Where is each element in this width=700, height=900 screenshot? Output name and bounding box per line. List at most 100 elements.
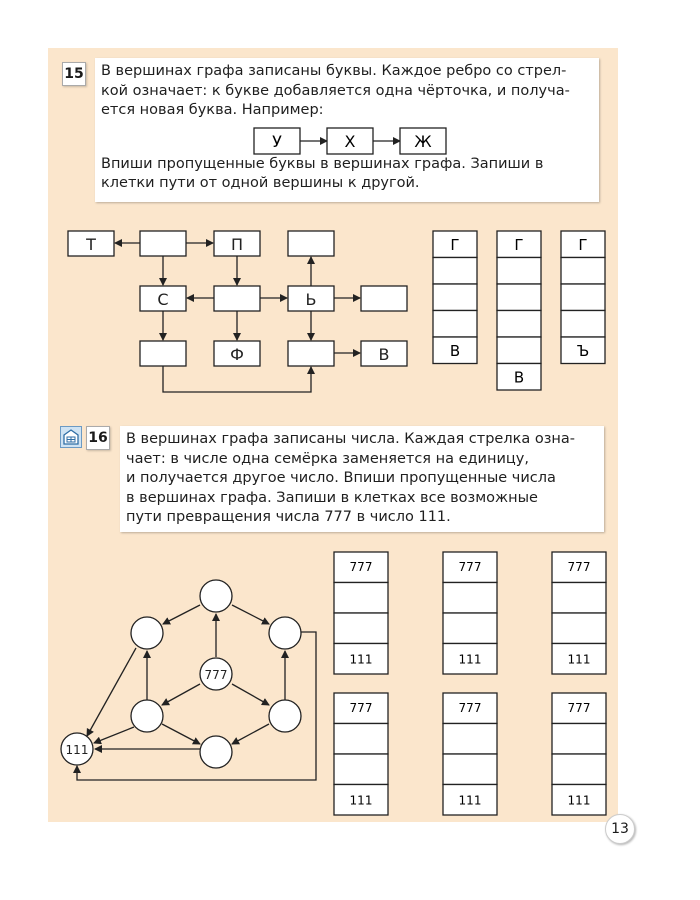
task-16-text-line: чает: в числе одна семёрка заменяется на… [126, 450, 529, 467]
column-bottom-letter: Ъ [577, 342, 590, 360]
graph-node-left [130, 616, 164, 650]
example-box-3 [399, 127, 447, 155]
path-cell[interactable] [496, 309, 542, 338]
task-16-text-line: и получается другое число. Впиши пропуще… [126, 470, 556, 486]
path-table-cell[interactable] [551, 612, 607, 645]
graph-node-bottom-right [268, 699, 302, 733]
graph-node-end [60, 732, 94, 766]
path-table-cell[interactable] [333, 581, 389, 614]
node-soft-label: Ь [306, 290, 317, 309]
path-cell[interactable] [496, 256, 542, 285]
path-table-cell[interactable] [551, 783, 607, 816]
path-table-cell[interactable] [442, 783, 498, 816]
task-16-number: 16 [86, 426, 110, 450]
task-15-text-line: клетки пути от одной вершины к другой. [101, 175, 420, 191]
task-15-number: 15 [62, 62, 86, 86]
path-table-cell[interactable] [333, 753, 389, 786]
path-cell[interactable] [496, 362, 542, 391]
table-top-number: 777 [350, 560, 373, 574]
path-table-cell[interactable] [442, 722, 498, 755]
path-table-cell[interactable] [442, 642, 498, 675]
column-top-letter: Г [450, 236, 459, 254]
graph-node-right [268, 616, 302, 650]
example-box-1 [253, 127, 301, 155]
graph-end-label: 111 [66, 743, 89, 757]
task-15-text-box: В вершинах графа записаны буквы. Каждое … [95, 58, 599, 202]
example-box-2 [326, 127, 374, 155]
path-table-cell[interactable] [442, 581, 498, 614]
table-top-number: 777 [568, 701, 591, 715]
node-v [360, 340, 408, 367]
graph-start-label: 777 [205, 668, 228, 682]
example-letter-3: Ж [414, 132, 431, 151]
path-table-cell[interactable] [551, 692, 607, 725]
path-cell[interactable] [432, 230, 478, 259]
path-cell[interactable] [432, 283, 478, 312]
task-16-text-box: В вершинах графа записаны числа. Каждая … [120, 426, 604, 532]
path-cell[interactable] [560, 336, 606, 365]
column-bottom-letter: В [514, 369, 524, 387]
task-15-text-line: ется новая буква. Например: [101, 102, 324, 118]
node-f [213, 340, 261, 367]
path-cell[interactable] [496, 336, 542, 365]
node-p-label: П [231, 235, 243, 254]
path-table-cell[interactable] [551, 753, 607, 786]
path-table-cell[interactable] [442, 551, 498, 584]
node-s [139, 285, 187, 312]
table-bottom-number: 111 [350, 794, 373, 808]
node-s-label: С [157, 290, 168, 309]
task-16-text-line: пути превращения числа 777 в число 111. [126, 509, 451, 525]
table-top-number: 777 [459, 560, 482, 574]
path-table-cell[interactable] [551, 551, 607, 584]
column-top-letter: Г [514, 236, 523, 254]
example-letter-1: У [272, 132, 282, 151]
graph-node-start [199, 657, 233, 691]
path-table-cell[interactable] [442, 612, 498, 645]
column-bottom-letter: В [450, 342, 460, 360]
table-top-number: 777 [459, 701, 482, 715]
path-table-cell[interactable] [333, 642, 389, 675]
table-bottom-number: 111 [350, 653, 373, 667]
task-16-text-line: В вершинах графа записаны числа. Каждая … [126, 431, 576, 447]
path-table-cell[interactable] [333, 783, 389, 816]
path-table-cell[interactable] [551, 642, 607, 675]
node-empty-6 [287, 340, 335, 367]
path-table-cell[interactable] [442, 692, 498, 725]
node-soft [287, 285, 335, 312]
page-number: 13 [605, 814, 635, 844]
task-15-text-line: Впиши пропущенные буквы в вершинах графа… [101, 155, 544, 172]
path-table-cell[interactable] [333, 551, 389, 584]
table-bottom-number: 111 [568, 653, 591, 667]
path-cell[interactable] [432, 336, 478, 365]
path-cell[interactable] [560, 256, 606, 285]
path-cell[interactable] [432, 309, 478, 338]
path-table-cell[interactable] [333, 722, 389, 755]
column-top-letter: Г [578, 236, 587, 254]
computer-icon [60, 426, 82, 448]
graph-node-bottom [199, 735, 233, 769]
task-15-text-line: кой означает: к букве добавляется одна ч… [101, 82, 570, 99]
path-cell[interactable] [560, 230, 606, 259]
task-16-text-line: в вершинах графа. Запиши в клетках все в… [126, 489, 538, 506]
node-empty-3 [213, 285, 261, 312]
path-table-cell[interactable] [551, 722, 607, 755]
path-cell[interactable] [560, 309, 606, 338]
graph-node-top [199, 579, 233, 613]
node-f-label: Ф [230, 345, 244, 364]
task-15-text-line: В вершинах графа записаны буквы. Каждое … [101, 63, 567, 79]
example-letter-2: Х [345, 132, 356, 151]
path-table-cell[interactable] [442, 753, 498, 786]
table-bottom-number: 111 [568, 794, 591, 808]
path-table-cell[interactable] [333, 612, 389, 645]
table-top-number: 777 [350, 701, 373, 715]
node-empty-2 [287, 230, 335, 257]
table-bottom-number: 111 [459, 794, 482, 808]
path-table-cell[interactable] [551, 581, 607, 614]
node-t-label: Т [85, 235, 96, 254]
graph-node-bottom-left [130, 699, 164, 733]
